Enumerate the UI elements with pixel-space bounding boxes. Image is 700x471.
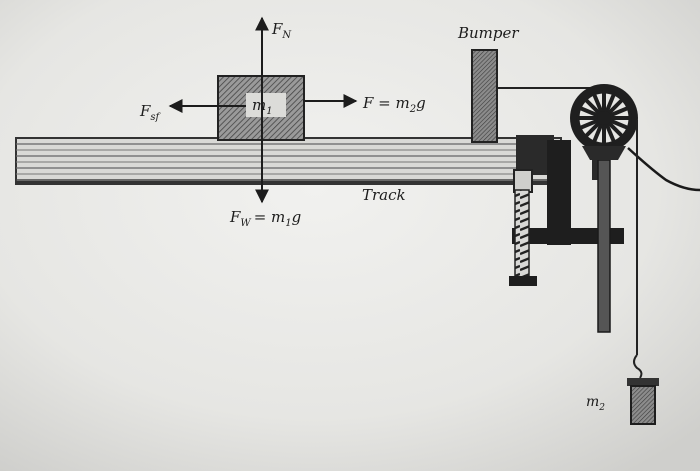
tension-force-label: F = m2g	[362, 94, 426, 115]
cord	[627, 147, 700, 192]
block-mass-label: m1	[252, 96, 273, 117]
hanging-mass	[627, 354, 659, 425]
track	[15, 137, 562, 185]
bumper	[471, 49, 498, 143]
clamp	[509, 135, 624, 286]
friction-force-label: Fsf	[139, 102, 162, 123]
bumper-label: Bumper	[457, 24, 519, 42]
pulley	[570, 84, 638, 160]
pulley-rod	[597, 159, 611, 333]
track-label: Track	[362, 186, 406, 204]
weight-force-label: FW= m1g	[229, 208, 301, 229]
normal-force-label: FN	[271, 20, 292, 41]
hanging-mass-label: m2	[586, 394, 605, 413]
